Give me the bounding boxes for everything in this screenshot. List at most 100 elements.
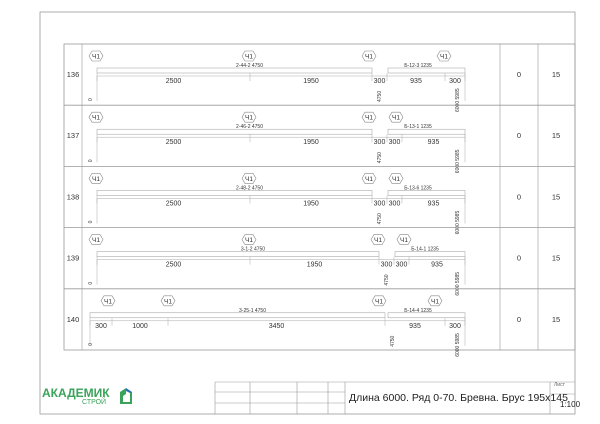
- mark-end: 6000 5985: [455, 333, 461, 357]
- count-b: 15: [552, 192, 560, 201]
- dimension-value: 1950: [303, 200, 319, 207]
- beam-2: [394, 251, 466, 257]
- joint-marker-hex: [241, 234, 257, 245]
- joint-marker-hex: [371, 295, 387, 307]
- joint-marker-label: Ч1: [365, 115, 373, 122]
- beam-1: [96, 67, 373, 74]
- joint-marker-hex: [241, 50, 257, 62]
- row-number: 140: [67, 315, 80, 324]
- dimension-value: 300: [374, 139, 386, 146]
- mark-end: 6000 5985: [455, 211, 461, 235]
- beam-1-label: 2-48-2 4750: [236, 185, 263, 191]
- joint-marker-label: Ч1: [245, 176, 253, 183]
- joint-marker-hex: [241, 111, 257, 123]
- mark-4750: 4750: [390, 335, 396, 346]
- joint-marker-label: Ч1: [365, 54, 373, 61]
- sheet-label: Лист: [554, 382, 565, 388]
- dimension-value: 935: [409, 323, 421, 330]
- dimension-value: 300: [374, 78, 386, 85]
- dimension-value: 2500: [166, 139, 182, 146]
- origin-mark: 0: [88, 220, 94, 223]
- mark-end: 6000 5985: [455, 149, 461, 173]
- joint-marker-label: Ч1: [92, 176, 100, 183]
- joint-marker-label: Ч1: [400, 237, 408, 244]
- joint-marker-hex: [361, 111, 377, 123]
- count-a: 0: [517, 192, 521, 201]
- beam-2: [387, 312, 466, 319]
- dimension-value: 2500: [166, 200, 182, 207]
- beam-1-label: 2-46-2 4750: [236, 124, 263, 130]
- dimension-value: 935: [431, 262, 443, 269]
- dimension-value: 300: [381, 262, 393, 269]
- joint-marker-hex: [88, 173, 104, 184]
- joint-marker-label: Ч1: [245, 54, 253, 61]
- joint-marker-hex: [88, 111, 104, 123]
- joint-marker-label: Ч1: [104, 298, 112, 305]
- joint-marker-hex: [436, 50, 452, 62]
- joint-marker-hex: [88, 234, 104, 245]
- joint-marker-hex: [100, 295, 116, 307]
- count-b: 15: [552, 254, 560, 263]
- joint-marker-hex: [361, 50, 377, 62]
- dimension-value: 3450: [269, 323, 285, 330]
- beam-2-label: Б-14-4 1235: [404, 308, 432, 314]
- dimension-value: 1000: [132, 323, 148, 330]
- count-b: 15: [552, 70, 560, 79]
- beam-2-label: Б-13-1 1235: [404, 124, 432, 130]
- dimension-value: 935: [410, 78, 422, 85]
- joint-marker-label: Ч1: [392, 176, 400, 183]
- beam-2-label: Б-14-1 1235: [411, 247, 439, 253]
- beam-1: [96, 128, 373, 135]
- joint-marker-label: Ч1: [245, 237, 253, 244]
- row-number: 136: [67, 70, 80, 79]
- joint-marker-hex: [388, 111, 404, 123]
- count-a: 0: [517, 315, 521, 324]
- beam-1-label: 2-44-2 4750: [236, 63, 263, 69]
- joint-marker-label: Ч1: [392, 115, 400, 122]
- count-b: 15: [552, 315, 560, 324]
- joint-marker-label: Ч1: [92, 115, 100, 122]
- joint-marker-label: Ч1: [92, 54, 100, 61]
- row-number: 139: [67, 254, 80, 263]
- joint-marker-hex: [241, 173, 257, 184]
- joint-marker-label: Ч1: [245, 115, 253, 122]
- logo-main-text: АКАДЕМИК: [42, 386, 110, 400]
- dimension-value: 2500: [166, 262, 182, 269]
- joint-marker-label: Ч1: [431, 298, 439, 305]
- count-a: 0: [517, 70, 521, 79]
- beam-2-label: Б-13-6 1235: [404, 185, 432, 191]
- dimension-value: 300: [449, 78, 461, 85]
- dimension-value: 1950: [307, 262, 323, 269]
- joint-marker-hex: [370, 234, 386, 245]
- joint-marker-label: Ч1: [92, 237, 100, 244]
- sheet-title: Длина 6000. Ряд 0-70. Бревна. Брус 195х1…: [349, 392, 568, 404]
- count-a: 0: [517, 131, 521, 140]
- origin-mark: 0: [88, 282, 94, 285]
- count-b: 15: [552, 131, 560, 140]
- beam-2: [387, 190, 466, 196]
- joint-marker-hex: [388, 173, 404, 184]
- logo-sub-text: СТРОЙ: [82, 399, 107, 406]
- logo-icon: [120, 388, 132, 404]
- mark-4750: 4750: [377, 152, 383, 163]
- beam-1-label: 3-1-2 4750: [241, 247, 265, 253]
- mark-end: 6000 5985: [455, 272, 461, 296]
- joint-marker-hex: [88, 50, 104, 62]
- mark-4750: 4750: [384, 274, 390, 285]
- joint-marker-label: Ч1: [365, 176, 373, 183]
- joint-marker-hex: [361, 173, 377, 184]
- origin-mark: 0: [88, 343, 94, 346]
- joint-marker-label: Ч1: [374, 237, 382, 244]
- mark-4750: 4750: [377, 91, 383, 102]
- dimension-value: 300: [95, 323, 107, 330]
- origin-mark: 0: [88, 98, 94, 101]
- scale-value: 1:100: [560, 400, 581, 409]
- beam-2: [387, 128, 466, 135]
- company-logo: АКАДЕМИК СТРОЙ: [42, 386, 132, 406]
